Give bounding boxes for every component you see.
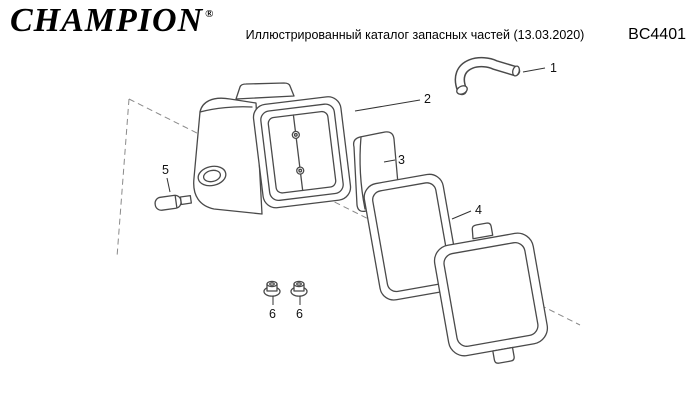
stud-top bbox=[291, 130, 300, 140]
leader-line-5 bbox=[166, 177, 171, 193]
hose-collar bbox=[456, 85, 468, 95]
leader-line-1 bbox=[522, 67, 546, 73]
callout-1: 1 bbox=[550, 61, 557, 75]
part-6-nut-1 bbox=[263, 280, 281, 297]
part-5-fitting bbox=[154, 194, 193, 211]
leader-line-2 bbox=[354, 99, 421, 112]
intake-port bbox=[197, 165, 227, 187]
assembly-boundary-line-left bbox=[116, 98, 130, 258]
callout-3: 3 bbox=[398, 153, 405, 167]
frame-divider bbox=[292, 114, 304, 192]
housing-contour-line bbox=[199, 106, 253, 113]
foam-fold-line bbox=[359, 136, 366, 210]
callout-6b: 6 bbox=[296, 307, 303, 321]
logo-text: CHAMPION bbox=[10, 2, 204, 39]
stud-bottom bbox=[296, 166, 305, 175]
callout-4: 4 bbox=[475, 203, 482, 217]
cover-bottom-tab bbox=[492, 346, 515, 364]
callout-2: 2 bbox=[424, 92, 431, 106]
leader-line-4 bbox=[451, 210, 472, 220]
callout-6a: 6 bbox=[269, 307, 276, 321]
part-6-nut-2 bbox=[290, 280, 308, 297]
cover-top-latch bbox=[471, 222, 494, 240]
air-filter-cover bbox=[433, 222, 549, 364]
part-2-gasket-frame bbox=[252, 96, 352, 209]
housing-top-ridge bbox=[235, 82, 295, 100]
registered-mark-icon: ® bbox=[205, 8, 215, 20]
champion-logo: CHAMPION® bbox=[10, 2, 215, 40]
leader-line-3 bbox=[383, 159, 396, 163]
hose-end-opening bbox=[511, 65, 521, 77]
model-number: BC4401 bbox=[628, 26, 686, 43]
housing-body bbox=[193, 97, 263, 215]
part-1-breather-hose bbox=[454, 56, 521, 96]
catalog-subtitle: Иллюстрированный каталог запасных частей… bbox=[245, 28, 585, 42]
fitting-stem bbox=[179, 194, 193, 206]
part-2-air-filter-housing bbox=[193, 82, 352, 215]
callout-5: 5 bbox=[162, 163, 169, 177]
